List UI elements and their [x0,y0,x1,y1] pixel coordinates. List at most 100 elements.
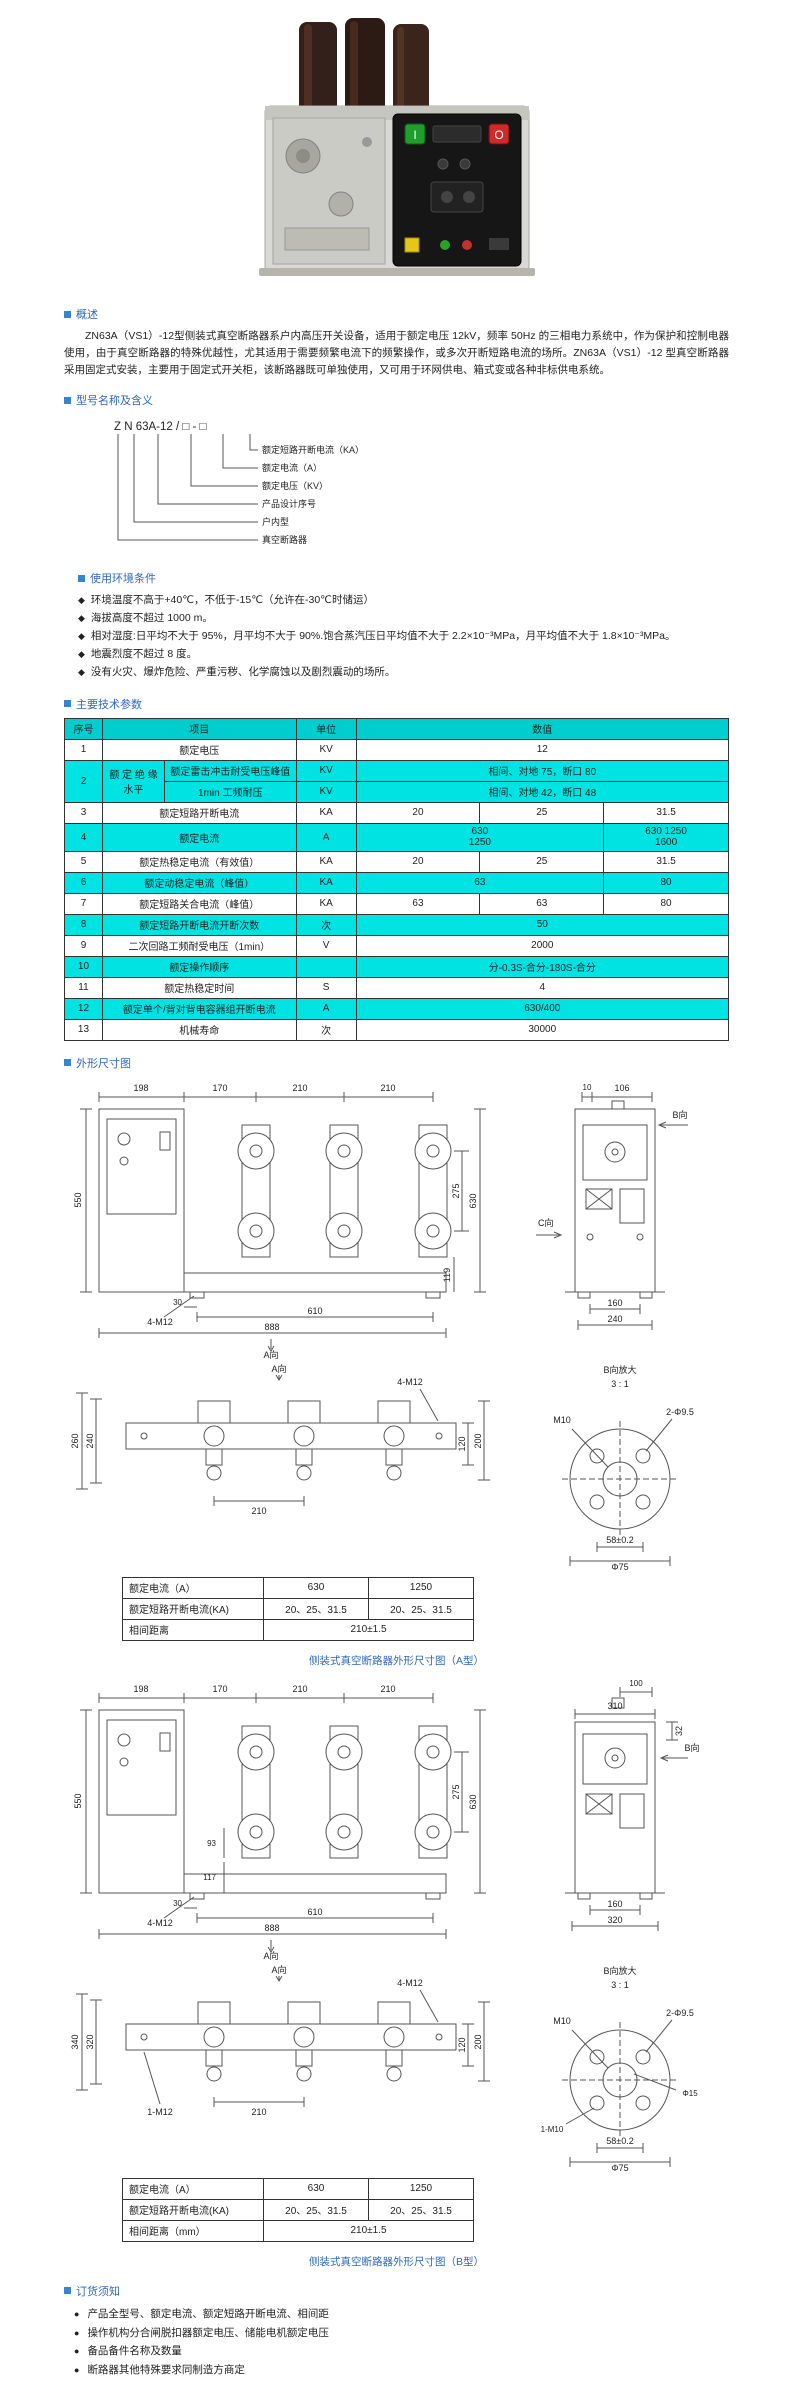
section-params-header: 主要技术参数 [64,696,729,712]
cell: 2000 [355,934,730,957]
dim-93: 93 [207,1839,216,1848]
dim-630: 630 [468,1794,478,1809]
cell: 1 [64,738,103,761]
section-bullet-icon [64,396,71,404]
cell: 1250 [368,1576,474,1599]
view-label-b: B向 [684,1742,699,1753]
dim-119: 119 [442,1267,452,1281]
thread-note: M10 [553,2016,571,2026]
bolt-note: 4-M12 [397,1377,423,1387]
cell: S [295,976,357,999]
list-item: ◆环境温度不高于+40℃，不低于-15℃（允许在-30℃时储运） [78,592,729,610]
fig2-side-view-drawing: 100 310 32 B向 160 320 [565,1679,700,1931]
cell: 相间距离（mm） [122,2219,264,2242]
cell: KV [295,759,357,782]
holes-note: 2-Φ9.5 [666,2008,694,2018]
dim-340: 340 [70,2034,80,2049]
model-label: 产品设计序号 [262,498,316,509]
model-label: 户内型 [262,516,289,527]
cell-line: 630 [471,826,489,838]
fig2-aview-detail-row: A向 [64,1962,729,2172]
dot-bullet-icon: ● [74,2365,80,2376]
cell: 1250 [368,2177,474,2200]
dim-198: 198 [133,1684,148,1694]
cell: 11 [64,976,103,999]
list-item: ●操作机构分合闸脱扣器额定电压、储能电机额定电压 [74,2324,729,2343]
cell: 额定热稳定时间 [101,976,297,999]
dim-75: Φ75 [611,1562,628,1571]
fig2-front-view-drawing: 198 170 210 210 550 275 630 93 117 30 4-… [73,1684,486,1960]
cell: 额定短路开断电流 [101,801,297,824]
cell: 额定电流（A） [122,1576,264,1599]
conditions-list: ◆环境温度不高于+40℃，不低于-15℃（允许在-30℃时储运） ◆ 海拔高度不超… [64,592,729,681]
dim-310: 310 [607,1701,622,1711]
table-row: 额定电流（A） 630 1250 [122,2177,474,2200]
cell: KV [295,780,357,803]
table-header-row: 序号 项目 单位 数值 [64,717,730,740]
view-label-a: A向 [263,1349,278,1359]
view-label-a: A向 [271,1363,286,1374]
fig1-front-side-row: 198 170 210 210 550 275 630 119 30 4-M12… [64,1077,729,1359]
section-title: 主要技术参数 [76,698,142,711]
cell: 6 [64,871,103,894]
col-header: 单位 [295,717,357,740]
dim-198: 198 [133,1083,148,1093]
view-label-a: A向 [271,1964,286,1975]
dim-610: 610 [307,1306,322,1316]
condition-text: 相对湿度:日平均不大于 95%，月平均不大于 90%.饱合蒸汽压日平均值不大于 … [90,630,676,643]
cell: 3 [64,801,103,824]
table-row: 相间距离（mm） 210±1.5 [122,2219,474,2242]
detail-scale: 3 : 1 [611,1379,629,1389]
breaker-photo-illustration: I O [258,18,535,276]
diamond-bullet-icon: ◆ [78,613,85,624]
off-button: O [488,123,509,145]
dim-15: Φ15 [682,2089,698,2098]
dim-160: 160 [607,1899,622,1909]
model-label: 额定电压（KV） [262,480,328,491]
document-body: 概述 ZN63A（VS1）-12型侧装式真空断路器系户内高压开关设备，适用于额定… [64,306,730,2380]
dim-120: 120 [457,2037,467,2052]
technical-parameters-table: 序号 项目 单位 数值 1 额定电压 KV 12 2 额 定 绝 缘水平 额定雷… [64,717,730,1041]
table-row: 4 额定电流 A 630 1250 630 1250 1600 [64,822,729,852]
cell: 额定短路开断电流开断次数 [101,913,297,936]
section-conditions-header: 使用环境条件 [78,570,729,586]
thread-note: M10 [553,1415,571,1425]
cell [295,955,357,978]
section-title: 型号名称及含义 [76,395,153,408]
cell: 机械寿命 [101,1018,297,1041]
detail-title: B向放大 [603,1364,636,1375]
dim-170: 170 [212,1684,227,1694]
cell: 额定短路开断电流(KA) [122,1597,264,1620]
cell: 额 定 绝 缘水平 [101,759,165,803]
thread-note-2: 1-M10 [541,2125,564,2134]
cell: 50 [355,913,730,936]
cell: A [295,997,357,1020]
cell: 10 [64,955,103,978]
dim-200: 200 [473,2034,483,2049]
cell: 二次回路工频耐受电压（1min） [101,934,297,957]
table-row: 额定短路开断电流(KA) 20、25、31.5 20、25、31.5 [122,2198,474,2221]
cell: 12 [355,738,730,761]
cell: 20 [355,850,481,873]
cell: 12 [64,997,103,1020]
cell: 210±1.5 [263,1618,474,1641]
section-model-header: 型号名称及含义 [64,392,729,408]
bolt-note-2: 1-M12 [147,2107,173,2117]
fig1-a-view-drawing: A向 260 [70,1363,490,1516]
off-button-glyph: O [494,128,503,142]
cell: 20、25、31.5 [368,2198,474,2221]
table-row: 额定短路开断电流(KA) 20、25、31.5 20、25、31.5 [122,1597,474,1620]
condition-text: 海拔高度不超过 1000 m。 [90,612,213,625]
cell: 额定电压 [101,738,297,761]
dim-210: 210 [292,1684,307,1694]
table-row: 11 额定热稳定时间 S 4 [64,976,730,999]
cell: 9 [64,934,103,957]
table-row: 13 机械寿命 次 30000 [64,1018,730,1041]
cell: 20、25、31.5 [263,1597,369,1620]
dim-210: 210 [251,2107,266,2117]
section-bullet-icon [64,1059,71,1067]
cell: 2 [64,759,103,803]
table-row: 1 额定电压 KV 12 [64,738,730,761]
section-title: 订货须知 [76,2285,120,2298]
section-overview-header: 概述 [64,306,729,322]
